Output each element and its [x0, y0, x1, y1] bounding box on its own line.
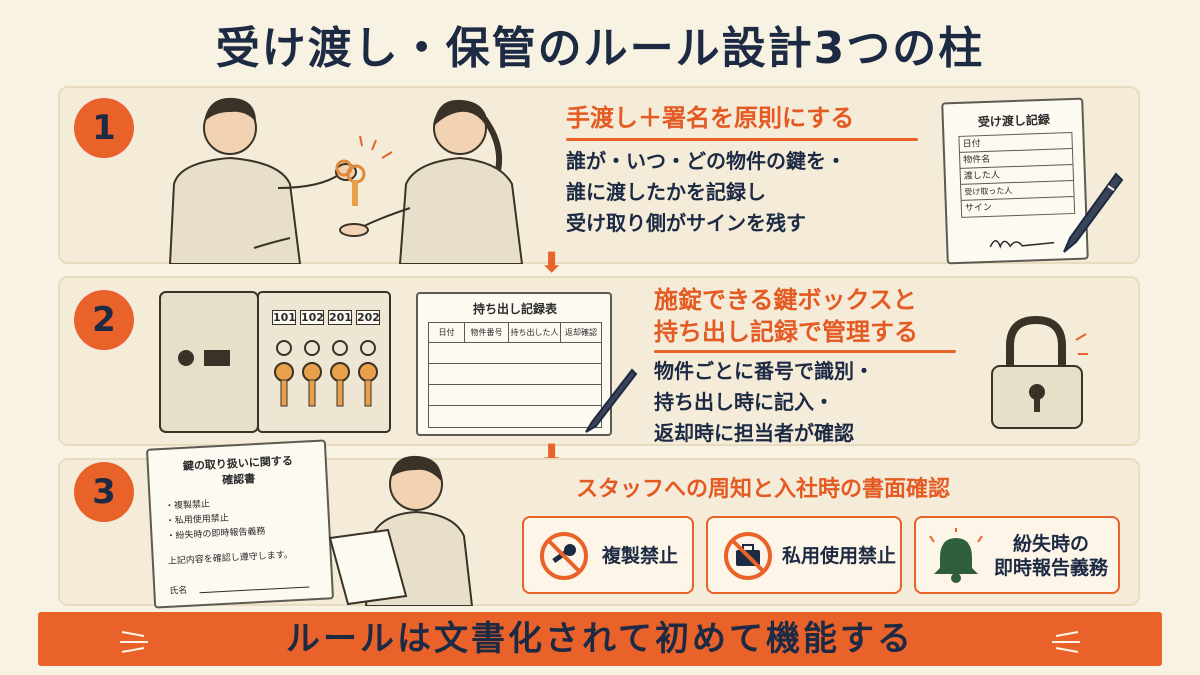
key-tag: 102	[300, 310, 324, 325]
pen-icon	[1063, 172, 1124, 253]
conclusion-text: ルールは文書化されて初めて機能する	[286, 619, 914, 659]
key-box-illustration	[159, 291, 391, 433]
rule-card-no-copy: 複製禁止	[522, 516, 694, 594]
padlock-icon	[991, 315, 1088, 429]
hanging-keys	[274, 340, 378, 407]
key-tag: 202	[356, 310, 380, 325]
no-key-copy-icon	[540, 532, 588, 580]
signature-scribble	[989, 239, 1055, 249]
pillar-2-heading: 施錠できる鍵ボックスと 持ち出し記録で管理する	[654, 286, 918, 346]
checkout-log-sheet: 持ち出し記録表 日付 物件番号 持ち出した人 返却確認	[416, 292, 612, 436]
staff-reading-illustration	[328, 455, 474, 606]
down-arrow-icon: ⬇	[540, 246, 564, 279]
pillar-3-heading: スタッフへの周知と入社時の書面確認	[576, 477, 951, 502]
key-handover-illustration	[168, 97, 524, 264]
key-tag: 101	[272, 310, 296, 325]
pillar-2-heading-underline	[654, 350, 956, 353]
pillar-1-description: 誰が・いつ・どの物件の鍵を・ 誰に渡したかを記録し 受け取り側がサインを残す	[566, 149, 846, 235]
signature-line	[199, 586, 310, 594]
pillar-1-heading-underline	[566, 138, 918, 141]
agreement-items: ・複製禁止 ・私用使用禁止 ・紛失時の即時報告義務	[164, 499, 266, 542]
key-handling-agreement: 鍵の取り扱いに関する 確認書 ・複製禁止 ・私用使用禁止 ・紛失時の即時報告義務…	[145, 439, 335, 609]
key-tag: 201	[328, 310, 352, 325]
pillar-2-number: 2	[74, 290, 134, 350]
agreement-title: 鍵の取り扱いに関する 確認書	[182, 454, 294, 487]
conclusion-banner: ルールは文書化されて初めて機能する	[38, 612, 1162, 666]
emphasis-lines-left	[120, 631, 148, 653]
pillar-3-number: 3	[74, 462, 134, 522]
pillar-2-description: 物件ごとに番号で識別・ 持ち出し時に記入・ 返却時に担当者が確認	[654, 359, 874, 445]
rule-card-no-private-use: 私用使用禁止	[706, 516, 902, 594]
bell-icon	[929, 528, 983, 583]
emphasis-lines-right	[1052, 631, 1080, 653]
handover-record-form: 受け渡し記録 日付 物件名 渡した人 受け取った人 サイン	[941, 97, 1089, 265]
rule-card-loss-report: 紛失時の 即時報告義務	[914, 516, 1120, 594]
pillar-1-heading: 手渡し＋署名を原則にする	[566, 104, 855, 132]
agreement-statement: 上記内容を確認し遵守します。	[167, 550, 294, 567]
no-private-use-icon	[724, 532, 772, 580]
page-title: 受け渡し・保管のルール設計3つの柱	[215, 23, 985, 74]
agreement-name-label: 氏名	[169, 585, 188, 597]
pen-icon	[585, 368, 638, 433]
pillar-1-number: 1	[74, 98, 134, 158]
